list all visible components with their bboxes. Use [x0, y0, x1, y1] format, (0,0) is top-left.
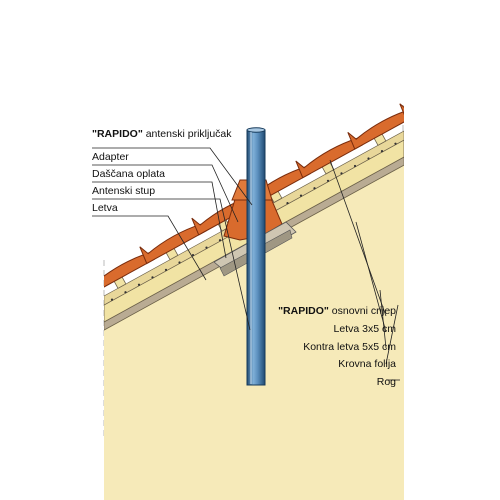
batten-mark — [380, 150, 384, 153]
batten-mark — [367, 157, 370, 160]
roof-section — [104, 103, 404, 500]
batten-mark — [178, 261, 181, 264]
batten-mark — [394, 142, 397, 145]
roof-tile-icon — [399, 103, 404, 116]
antenna-mast-icon — [246, 127, 266, 386]
batten-mark — [340, 172, 343, 175]
batten-mark — [299, 194, 303, 197]
batten-mark — [286, 201, 289, 205]
batten-mark — [218, 239, 222, 242]
label-counter-batten-5x5: Kontra letva 5x5 cm — [303, 341, 396, 353]
leader-lines — [92, 147, 400, 381]
label-boarding: Daščana oplata — [92, 168, 165, 180]
batten-mark — [205, 246, 208, 249]
batten-mark — [151, 276, 154, 279]
batten-mark — [326, 179, 330, 182]
batten-mark — [124, 291, 127, 294]
label-batten-3x5: Letva 3x5 cm — [334, 323, 397, 335]
label-rapido-antenna-connector: "RAPIDO" antenski priključak — [92, 128, 232, 140]
label-adapter: Adapter — [92, 151, 129, 163]
label-batten: Letva — [92, 202, 118, 214]
batten-mark — [313, 187, 316, 190]
label-rapido-base-tile: "RAPIDO" osnovni crijep — [278, 305, 396, 317]
batten-mark — [110, 298, 114, 301]
batten-mark — [164, 268, 168, 271]
roof-tile-icon — [347, 111, 404, 150]
label-rafter: Rog — [377, 376, 396, 388]
label-antenna-mast: Antenski stup — [92, 185, 155, 197]
label-roof-foil: Krovna folija — [338, 358, 396, 370]
batten-mark — [191, 253, 195, 257]
batten-mark — [137, 283, 141, 286]
batten-mark — [353, 164, 357, 168]
